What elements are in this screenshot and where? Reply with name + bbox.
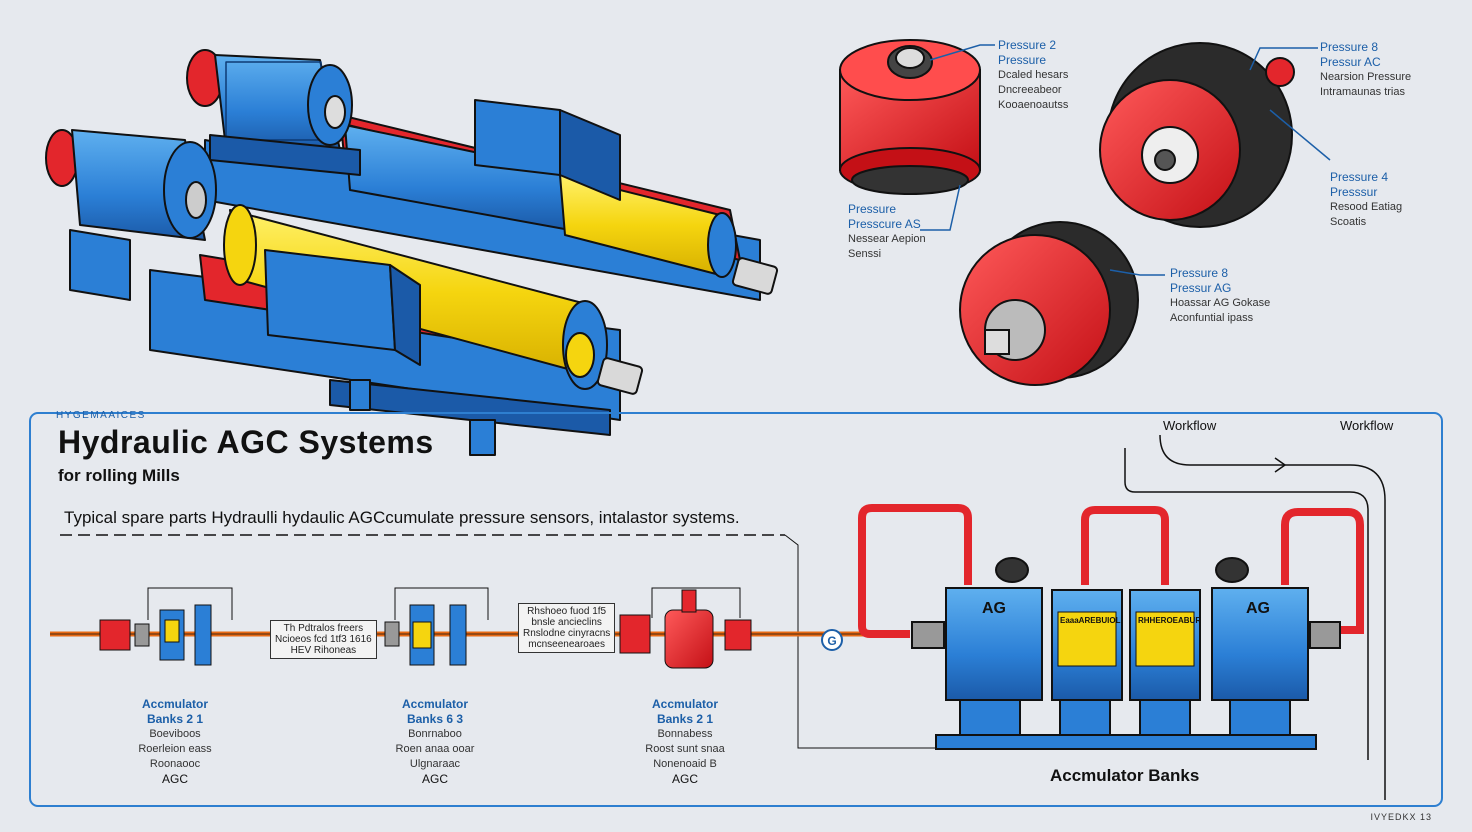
pressure-sensor-3: [959, 221, 1139, 386]
brand-tag: HYGEMAAICES: [56, 410, 146, 421]
rolling-mill-machine: [45, 49, 779, 456]
footer-code: IVYEDKX 13: [1370, 812, 1432, 822]
pressure-sensor-2: [1099, 42, 1295, 228]
accumulator-unit-right-label: AG: [1246, 600, 1270, 617]
accumulator-bank: [858, 504, 1364, 750]
accumulator-unit-left-label: AG: [982, 600, 1006, 617]
page-title: Hydraulic AGC Systems: [58, 424, 434, 460]
workflow-label-2: Workflow: [1340, 418, 1394, 433]
lower-panel-frame: [29, 412, 1443, 807]
pressure-sensor-1: [839, 39, 981, 195]
page-subtitle: for rolling Mills: [58, 466, 180, 485]
description: Typical spare parts Hydraulli hydaulic A…: [64, 508, 740, 527]
accumulator-caption: Accmulator Banks: [1050, 766, 1200, 785]
warning-label-2: RHHEROEABUR: [1138, 616, 1202, 625]
workflow-label-1: Workflow: [1163, 418, 1217, 433]
svg-text:G: G: [827, 634, 836, 648]
warning-label-1: EaaaAREBUIOL: [1060, 616, 1121, 625]
inline-pipeline: G: [50, 587, 910, 669]
